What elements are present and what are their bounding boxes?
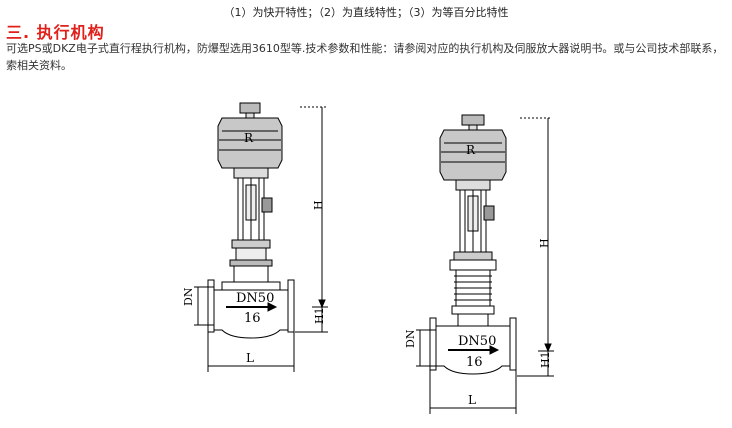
right-dn-text: DN50: [458, 334, 496, 349]
left-l-dimension: L: [246, 351, 254, 365]
section-body-text: 可选PS或DKZ电子式直行程执行机构，防爆型选用3610型等.技术参数和性能：请…: [6, 42, 724, 72]
characteristic-note: （1）为快开特性；（2）为直线特性；（3）为等百分比特性: [223, 6, 509, 19]
right-l-dimension: L: [468, 393, 476, 407]
right-valve-drawing: [416, 114, 554, 414]
left-pn-text: 16: [244, 311, 261, 326]
left-dn-text: DN50: [236, 291, 274, 306]
section-title: 三. 执行机构: [6, 23, 105, 42]
right-dn-dimension: DN: [404, 329, 417, 348]
left-h1-dimension: H1: [313, 307, 326, 324]
right-actuator-label: R: [466, 143, 476, 157]
left-dn-dimension: DN: [182, 287, 195, 306]
right-h-dimension: H: [538, 238, 551, 248]
right-pn-text: 16: [466, 355, 483, 370]
left-actuator-label: R: [244, 131, 254, 145]
left-valve-drawing: [194, 102, 328, 372]
left-h-dimension: H: [312, 200, 325, 210]
right-h1-dimension: H1: [539, 351, 552, 368]
